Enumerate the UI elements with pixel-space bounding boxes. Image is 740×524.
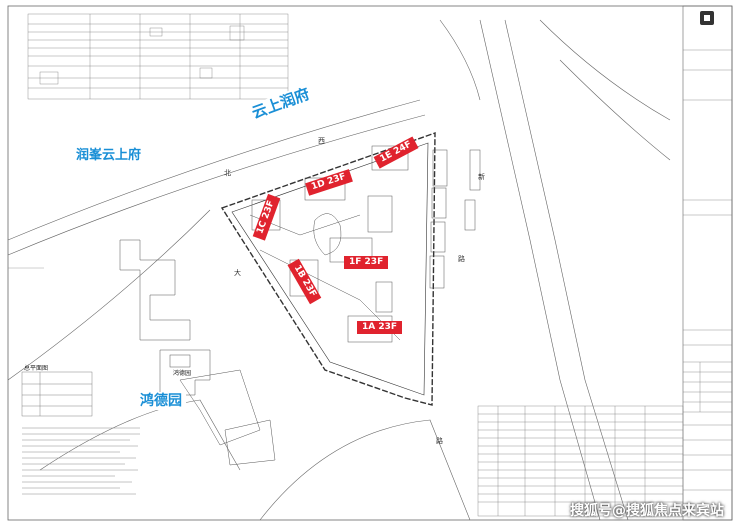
- street-label-left: 北: [224, 169, 231, 177]
- road-lines: [7, 19, 671, 521]
- label-runya-yunshangfu: 润峯云上府: [72, 148, 146, 165]
- coordinate-table: [477, 405, 684, 517]
- notes-text-lines: [22, 427, 140, 495]
- street-label-bottom: 路: [436, 437, 443, 445]
- title-block-contents: [683, 49, 732, 491]
- building-tag-1a: 1A 23F: [357, 321, 403, 334]
- watermark: 搜狐号@搜狐焦点来宾站: [570, 503, 724, 519]
- street-label-top: 西: [318, 137, 325, 145]
- legend-title: 总平面图: [24, 365, 49, 372]
- legend-area: [21, 371, 93, 417]
- building-tag-1f: 1F 23F: [344, 256, 389, 269]
- title-block: [682, 5, 733, 521]
- street-label-left2: 大: [234, 269, 241, 277]
- data-table-top-left: [27, 13, 289, 100]
- adjacent-buildings-right: [429, 149, 481, 289]
- site-boundary: [220, 132, 436, 406]
- label-hongdeyuan-small: 鸿德园: [173, 370, 192, 377]
- label-hongdeyuan: 鸿德园: [136, 392, 186, 411]
- street-label-right: 路: [458, 255, 465, 263]
- adjacent-buildings-left: [119, 239, 276, 466]
- title-block-logo: [700, 11, 714, 25]
- street-label-right2: 新: [478, 173, 485, 181]
